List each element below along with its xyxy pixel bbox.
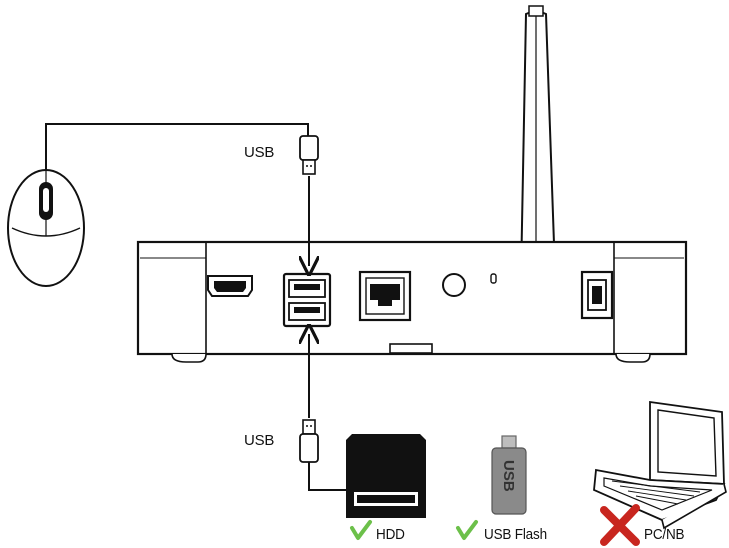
- usb-flash-body-text: USB: [500, 460, 517, 492]
- mouse: [7, 169, 85, 287]
- check-icon-usb-flash: [456, 520, 478, 540]
- mouse-cable: [45, 123, 309, 170]
- usb-plug-bottom: [299, 419, 319, 463]
- cross-icon-pc-nb: [600, 504, 640, 546]
- label-hdd: HDD: [376, 526, 405, 543]
- check-icon-hdd: [350, 520, 372, 540]
- device-bottom-slot: [389, 343, 433, 354]
- label-usb-flash: USB Flash: [484, 526, 547, 543]
- device-foot-left: [171, 353, 207, 363]
- hdmi-port: [207, 275, 253, 297]
- device-foot-right: [615, 353, 651, 363]
- power-switch: [580, 270, 614, 320]
- usb-plug-top: [299, 135, 319, 175]
- label-usb-top: USB: [244, 144, 275, 161]
- led-indicator: [490, 273, 497, 284]
- ethernet-port: [358, 270, 412, 322]
- hdd-cable: [308, 462, 348, 491]
- laptop-icon: [593, 400, 727, 530]
- usb-flash-drive-icon: USB: [491, 435, 527, 515]
- label-pc-nb: PC/NB: [644, 526, 685, 543]
- round-button: [442, 273, 466, 297]
- label-usb-bottom: USB: [244, 432, 275, 449]
- hdd-icon: [346, 434, 426, 518]
- usb-ports: [282, 272, 332, 328]
